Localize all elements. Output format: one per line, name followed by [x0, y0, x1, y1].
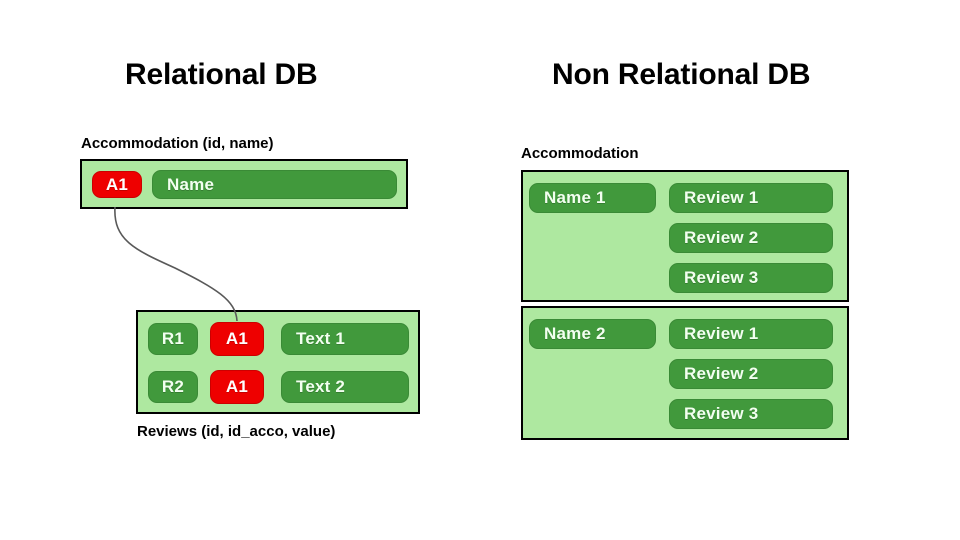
document-2-review-1-chip[interactable]: Review 1 — [669, 319, 833, 349]
caption-reviews-table: Reviews (id, id_acco, value) — [137, 423, 336, 440]
document-1-review-2-chip[interactable]: Review 2 — [669, 223, 833, 253]
reviews-row2-value-chip[interactable]: Text 2 — [281, 371, 409, 403]
reviews-row2-foreign-key-chip[interactable]: A1 — [210, 370, 264, 404]
caption-accommodation-table: Accommodation (id, name) — [81, 135, 274, 152]
reviews-row1-id-chip[interactable]: R1 — [148, 323, 198, 355]
reviews-row1-foreign-key-chip[interactable]: A1 — [210, 322, 264, 356]
document-1-review-3-chip[interactable]: Review 3 — [669, 263, 833, 293]
reviews-row2-id-chip[interactable]: R2 — [148, 371, 198, 403]
document-1-review-1-chip[interactable]: Review 1 — [669, 183, 833, 213]
document-1-name-chip[interactable]: Name 1 — [529, 183, 656, 213]
panel-title-relational-db: Relational DB — [125, 58, 318, 91]
document-2-review-2-chip[interactable]: Review 2 — [669, 359, 833, 389]
caption-accommodation-collection: Accommodation — [521, 145, 639, 162]
reviews-row1-value-chip[interactable]: Text 1 — [281, 323, 409, 355]
accommodation-row-id-chip[interactable]: A1 — [92, 171, 142, 198]
document-2-review-3-chip[interactable]: Review 3 — [669, 399, 833, 429]
panel-title-non-relational-db: Non Relational DB — [552, 58, 811, 91]
document-2-name-chip[interactable]: Name 2 — [529, 319, 656, 349]
accommodation-row-name-chip[interactable]: Name — [152, 170, 397, 199]
